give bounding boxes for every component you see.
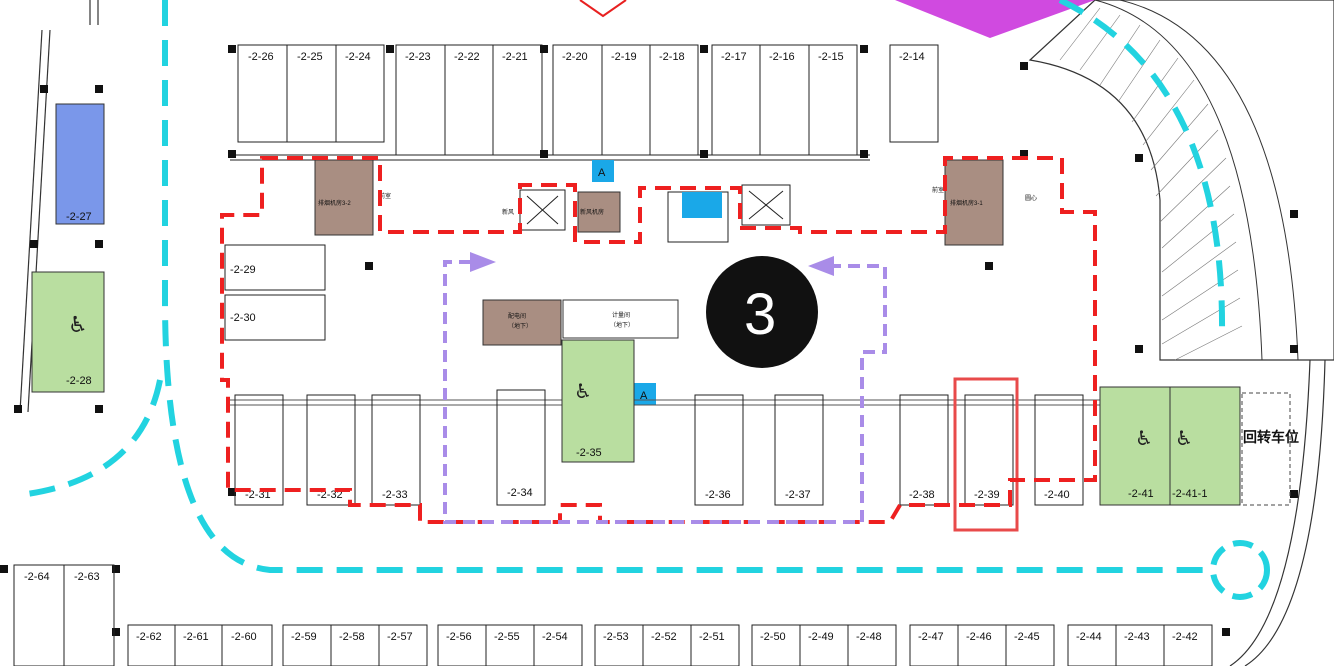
parking-space-label: -2-24	[345, 51, 371, 63]
turnaround-label: 回转车位	[1243, 429, 1299, 445]
parking-space-label: -2-34	[507, 487, 533, 499]
parking-space-label: -2-26	[248, 51, 274, 63]
parking-space-label: -2-54	[542, 631, 568, 643]
parking-space-label: -2-39	[974, 489, 1000, 501]
parking-space-label: -2-36	[705, 489, 731, 501]
parking-space-label: -2-20	[562, 51, 588, 63]
room-label: 排烟机房3-2	[318, 199, 351, 207]
parking-space-label: -2-27	[66, 211, 92, 223]
parking-space-label: -2-22	[454, 51, 480, 63]
parking-space-label: -2-37	[785, 489, 811, 501]
parking-space-label: -2-49	[808, 631, 834, 643]
parking-space-label: -2-14	[899, 51, 925, 63]
parking-space-label: -2-15	[818, 51, 844, 63]
wheelchair-icon: ♿	[1135, 426, 1153, 450]
parking-space-label: -2-43	[1124, 631, 1150, 643]
parking-space-label: -2-56	[446, 631, 472, 643]
parking-space-label: -2-16	[769, 51, 795, 63]
parking-space-label: -2-42	[1172, 631, 1198, 643]
parking-space-label: -2-35	[576, 447, 602, 459]
room-label: （地下）	[610, 321, 634, 329]
parking-space-label: -2-23	[405, 51, 431, 63]
accessible-parking-space	[561, 339, 635, 463]
driveway-route	[19, 379, 163, 498]
parking-space-label: -2-41-1	[1172, 488, 1207, 500]
parking-space-label: -2-45	[1014, 631, 1040, 643]
bottom-parking-row	[13, 564, 1213, 666]
driveway-turn-circle	[1210, 540, 1270, 600]
parking-space-label: -2-64	[24, 571, 50, 583]
meter-room	[562, 299, 679, 339]
magenta-marker	[895, 0, 1095, 38]
wheelchair-icon: ♿	[574, 379, 592, 403]
elevator-sign-label: A	[598, 167, 606, 179]
parking-space-label: -2-58	[339, 631, 365, 643]
room-label: 前室	[379, 192, 391, 200]
room-label: 新风机房	[580, 208, 604, 216]
elevator-sign	[592, 160, 614, 182]
accessible-parking-space	[31, 271, 105, 393]
parking-space-label: -2-25	[297, 51, 323, 63]
parking-space-label: -2-62	[136, 631, 162, 643]
parking-space-label: -2-18	[659, 51, 685, 63]
room-label: （地下）	[508, 322, 532, 330]
driveway-route	[1058, 0, 1226, 336]
parking-space-label: -2-59	[291, 631, 317, 643]
top-parking-row	[230, 44, 939, 161]
zone-boundary	[220, 156, 1097, 524]
zone-marker	[706, 256, 818, 368]
curved-ramp	[1028, 0, 1334, 361]
driveway-route	[162, 0, 1212, 573]
middle-parking-row	[234, 389, 1084, 506]
parking-space-label: -2-53	[603, 631, 629, 643]
parking-space-label: -2-21	[502, 51, 528, 63]
north-diamond	[579, 0, 627, 18]
shaft-room-left	[314, 159, 374, 236]
parking-space-label: -2-52	[651, 631, 677, 643]
parking-space-label: -2-63	[74, 571, 100, 583]
parking-space-label: -2-57	[387, 631, 413, 643]
fresh-air-room	[577, 191, 621, 233]
power-room	[482, 299, 562, 346]
parking-space-label: -2-50	[760, 631, 786, 643]
parking-space-label: -2-44	[1076, 631, 1102, 643]
bottom-right-curve	[1229, 359, 1311, 666]
highlighted-space-frame[interactable]	[953, 377, 1019, 532]
parking-space-label: -2-38	[909, 489, 935, 501]
elevator-sign-label: A	[640, 390, 648, 402]
parking-space-label: -2-28	[66, 375, 92, 387]
parking-space-label: -2-40	[1044, 489, 1070, 501]
center-label: 圆心	[1025, 195, 1037, 202]
room-label: 计量间	[612, 311, 630, 319]
parking-space-label: -2-61	[183, 631, 209, 643]
parking-space-label: -2-47	[918, 631, 944, 643]
blue-parking-space	[55, 103, 105, 225]
turnaround-space	[1241, 392, 1291, 506]
parking-space-label: -2-46	[966, 631, 992, 643]
wheelchair-icon: ♿	[68, 313, 88, 338]
walkway-arrow-right	[808, 256, 834, 276]
left-mid-spaces	[224, 244, 326, 341]
parking-space-label: -2-41	[1128, 488, 1154, 500]
pedestrian-route	[443, 260, 887, 524]
parking-space-label: -2-30	[230, 312, 256, 324]
parking-space-label: -2-29	[230, 264, 256, 276]
walkway-arrow-left	[470, 252, 496, 272]
room-label: 新风	[502, 208, 514, 216]
parking-space-label: -2-48	[856, 631, 882, 643]
zone-number: 3	[744, 282, 776, 347]
parking-space-label: -2-33	[382, 489, 408, 501]
parking-space-label: -2-51	[699, 631, 725, 643]
parking-space-label: -2-19	[611, 51, 637, 63]
parking-space-label: -2-60	[231, 631, 257, 643]
room-label: 排烟机房3-1	[950, 199, 983, 207]
room-label: 配电间	[508, 312, 526, 320]
parking-space-label: -2-17	[721, 51, 747, 63]
parking-space-label: -2-55	[494, 631, 520, 643]
room-label: 前室	[932, 186, 944, 194]
wheelchair-icon: ♿	[1175, 426, 1193, 450]
